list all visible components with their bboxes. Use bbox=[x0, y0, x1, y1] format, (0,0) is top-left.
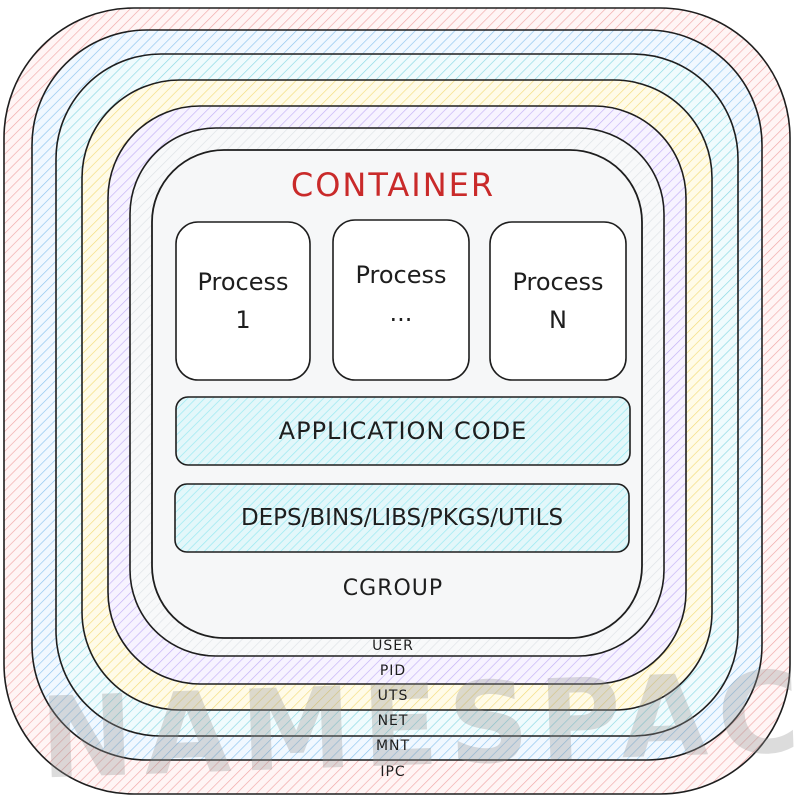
namespace-label-ipc: IPC bbox=[380, 764, 406, 780]
dependencies-label: DEPS/BINS/LIBS/PKGS/UTILS bbox=[240, 505, 564, 531]
cgroup-label: CGROUP bbox=[342, 576, 444, 601]
process-label-n: Process N bbox=[490, 222, 626, 380]
process-box-2 bbox=[332, 219, 470, 381]
dependencies-band bbox=[174, 483, 630, 553]
process-box-n bbox=[489, 221, 627, 381]
namespace-label-user: USER bbox=[372, 638, 414, 654]
application-code-band bbox=[175, 396, 631, 466]
namespace-label-net: NET bbox=[377, 713, 409, 729]
process-box-1 bbox=[175, 221, 311, 381]
process-id: 1 bbox=[235, 306, 251, 334]
process-label-1: Process 1 bbox=[176, 222, 310, 380]
namespace-label-pid: PID bbox=[379, 663, 407, 679]
namespace-label-uts: UTS bbox=[377, 688, 409, 704]
container-title: CONTAINER bbox=[290, 166, 496, 204]
process-id: N bbox=[549, 306, 567, 334]
process-name: Process bbox=[512, 268, 604, 296]
process-name: Process bbox=[355, 261, 447, 289]
namespace-label-mnt: MNT bbox=[375, 738, 411, 754]
application-code-label: APPLICATION CODE bbox=[278, 417, 528, 445]
process-label-2: Process ... bbox=[333, 214, 469, 374]
process-id: ... bbox=[389, 299, 413, 327]
process-name: Process bbox=[197, 268, 289, 296]
